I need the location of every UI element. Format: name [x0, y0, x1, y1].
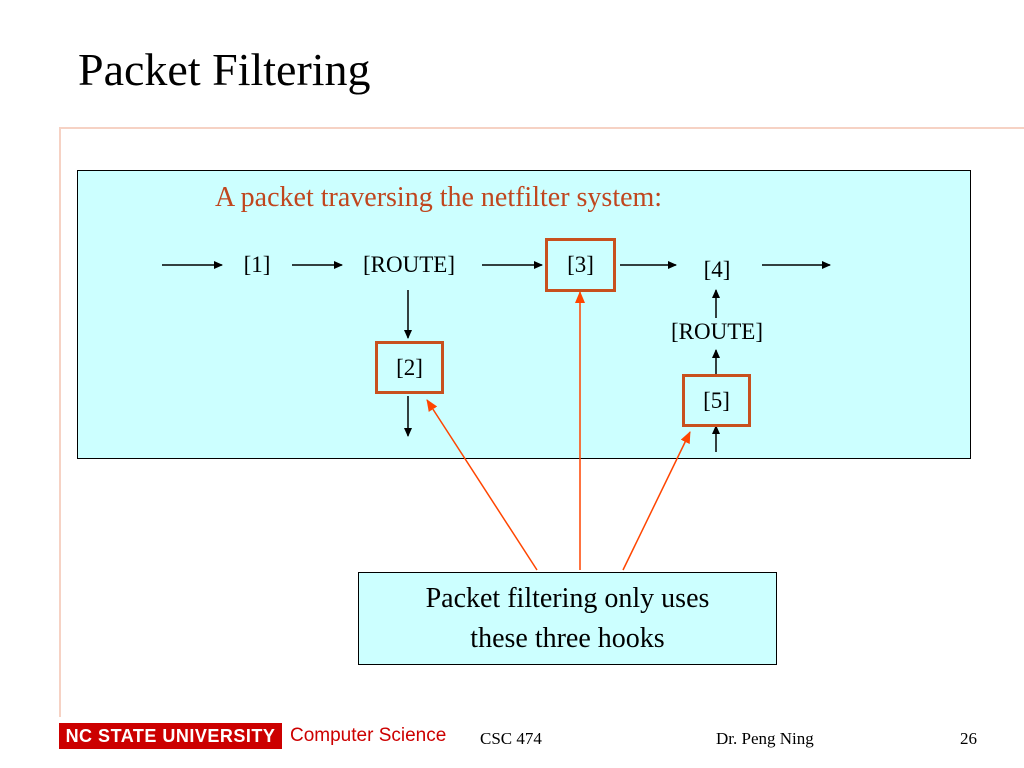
route-1-label: [ROUTE] [363, 252, 455, 277]
hook-4-label: [4] [703, 257, 731, 282]
title-divider [60, 127, 1024, 129]
netfilter-panel [77, 170, 971, 459]
note-line-1: Packet filtering only uses [425, 582, 710, 614]
route-2-label: [ROUTE] [671, 319, 763, 344]
hook-5-box: [5] [682, 374, 751, 427]
hook-1-label: [1] [243, 252, 271, 277]
hook-2-label: [2] [396, 354, 423, 380]
pointer-to-hook2 [426, 399, 538, 571]
note-line-2: these three hooks [470, 622, 665, 654]
hook-5-label: [5] [703, 387, 730, 413]
hook-2-box: [2] [375, 341, 444, 394]
left-divider [59, 127, 61, 717]
pointer-to-hook5 [622, 431, 691, 571]
author-name: Dr. Peng Ning [716, 729, 814, 748]
note-box: Packet filtering only uses these three h… [358, 572, 777, 665]
page-number: 26 [960, 729, 977, 748]
university-logo: NC STATE UNIVERSITY [59, 723, 282, 749]
hook-3-label: [3] [567, 252, 594, 277]
diagram-heading: A packet traversing the netfilter system… [215, 182, 663, 213]
course-code: CSC 474 [480, 729, 542, 748]
hook-3-box: [3] [545, 238, 616, 292]
slide-title: Packet Filtering [78, 44, 371, 95]
department-name: Computer Science [290, 725, 447, 746]
